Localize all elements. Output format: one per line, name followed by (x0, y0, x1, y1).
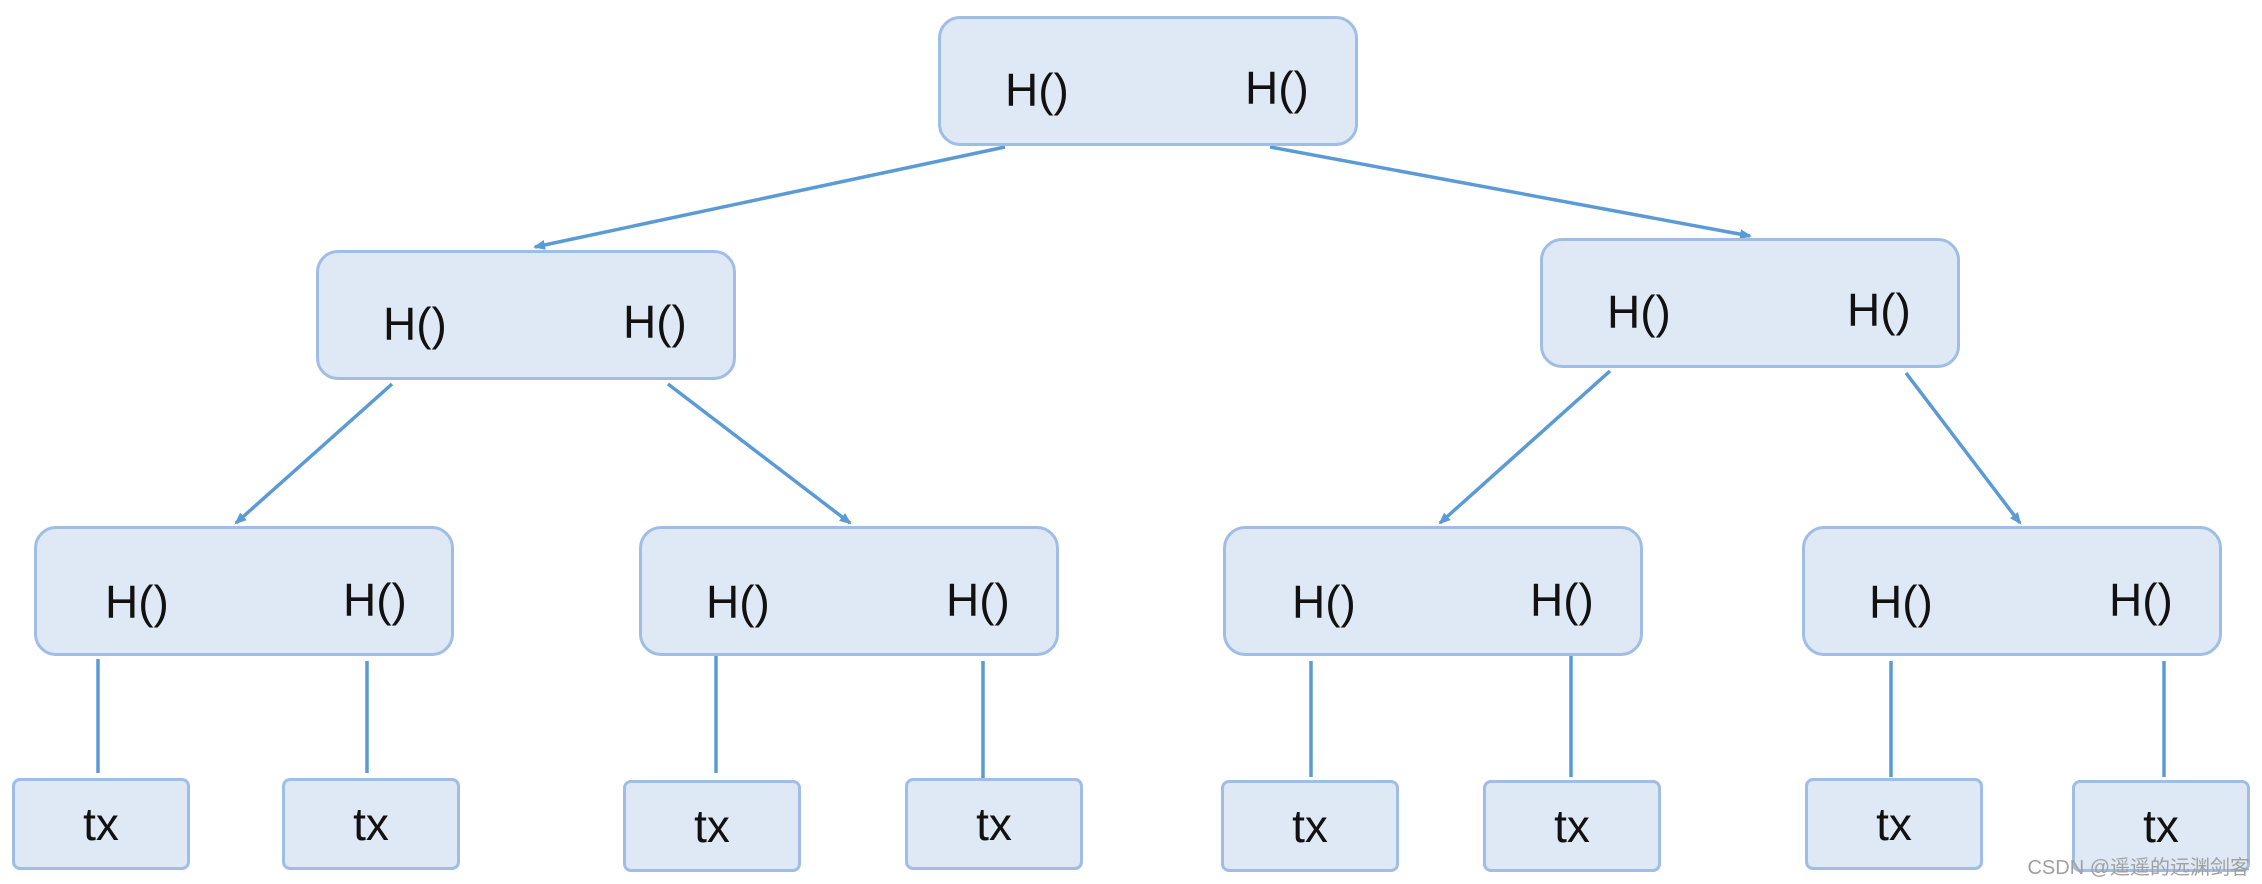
leaf-tx-5: tx (1221, 780, 1399, 872)
hash-right: H() (946, 574, 1010, 626)
edge-l1a-to-l2a (234, 382, 394, 525)
hash-right: H() (623, 296, 687, 348)
edge-l1a-to-l2b (666, 382, 852, 525)
hash-left: H() (706, 576, 770, 628)
edge-root-to-right (1269, 145, 1752, 240)
hash-right: H() (2109, 574, 2173, 626)
level1-node-left: H() H() (316, 250, 736, 380)
leaf-tx-7: tx (1805, 778, 1983, 870)
level2-node-1: H() H() (34, 526, 454, 656)
root-node: H() H() (938, 16, 1358, 146)
edge-root-to-left (533, 145, 1006, 250)
edge-l1b-to-l2c (1438, 369, 1612, 525)
level1-node-right: H() H() (1540, 238, 1960, 368)
hash-right: H() (1530, 574, 1594, 626)
edge-l1b-to-l2d (1904, 371, 2022, 525)
level2-node-3: H() H() (1223, 526, 1643, 656)
root-hash-right: H() (1245, 62, 1309, 114)
root-hash-left: H() (1005, 64, 1069, 116)
hash-left: H() (105, 576, 169, 628)
hash-left: H() (1607, 286, 1671, 338)
leaf-tx-6: tx (1483, 780, 1661, 872)
leaf-tx-2: tx (282, 778, 460, 870)
leaf-tx-8: tx (2072, 780, 2250, 872)
hash-left: H() (1292, 576, 1356, 628)
hash-left: H() (1869, 576, 1933, 628)
leaf-tx-3: tx (623, 780, 801, 872)
watermark-text: CSDN @遥遥的远渊剑客 (2027, 857, 2250, 879)
leaf-tx-4: tx (905, 778, 1083, 870)
level2-node-2: H() H() (639, 526, 1059, 656)
hash-left: H() (383, 298, 447, 350)
hash-right: H() (1847, 284, 1911, 336)
leaf-tx-1: tx (12, 778, 190, 870)
level2-node-4: H() H() (1802, 526, 2222, 656)
hash-right: H() (343, 574, 407, 626)
